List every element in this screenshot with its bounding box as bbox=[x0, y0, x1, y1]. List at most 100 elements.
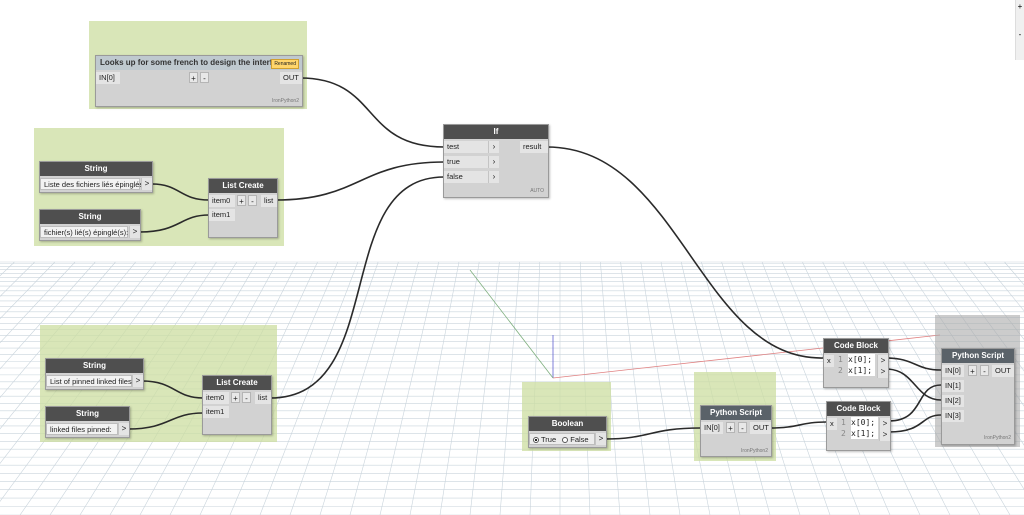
output-port-line1[interactable]: > bbox=[879, 418, 890, 430]
radio-false[interactable] bbox=[562, 437, 569, 443]
output-port-result[interactable]: result bbox=[520, 141, 548, 153]
if-node[interactable]: If test › true › false › result AUTO bbox=[443, 124, 549, 198]
python-script-node-top[interactable]: Looks up for some french to design the i… bbox=[95, 55, 303, 107]
code-editor[interactable]: x[0];x[1]; bbox=[848, 354, 875, 376]
string-node-fr-2[interactable]: String fichier(s) lié(s) épinglé(s): > bbox=[39, 209, 141, 241]
input-port-in1[interactable]: IN[1] bbox=[942, 380, 964, 392]
zoom-in-icon[interactable]: + bbox=[1017, 2, 1023, 11]
wire-string-en2-to-list bbox=[127, 412, 204, 430]
output-port-arrow[interactable]: > bbox=[595, 433, 606, 445]
string-value-field[interactable]: Liste des fichiers liés épinglés bbox=[40, 178, 143, 190]
add-item-button[interactable]: + bbox=[231, 392, 240, 403]
wire-python-mid-to-codeblock2 bbox=[768, 421, 827, 429]
wire-string-fr2-to-list bbox=[139, 214, 210, 233]
zoom-out-icon[interactable]: - bbox=[1018, 30, 1022, 39]
string-value-field[interactable]: List of pinned linked files bbox=[46, 375, 132, 387]
wire-boolean-to-python-mid bbox=[604, 427, 701, 440]
input-port-in3[interactable]: IN[3] bbox=[942, 410, 964, 422]
wire-cb1-l2-to-in2 bbox=[885, 368, 942, 401]
engine-label: IronPython2 bbox=[984, 435, 1011, 441]
wire-cb2-l2-to-in3 bbox=[888, 414, 942, 433]
remove-input-button[interactable]: - bbox=[738, 422, 747, 433]
wire-list-en-to-if-false bbox=[269, 176, 445, 399]
python-script-node-right[interactable]: Python Script IN[0] + - OUT IN[1] IN[2] … bbox=[941, 348, 1015, 445]
input-port-in0[interactable]: IN[0] bbox=[701, 422, 723, 434]
input-port-false[interactable]: false bbox=[444, 171, 488, 183]
code-block-title: Code Block bbox=[824, 339, 888, 353]
list-create-node-fr[interactable]: List Create item0 + - list item1 bbox=[208, 178, 278, 238]
list-create-title: List Create bbox=[209, 179, 277, 193]
input-port-in0[interactable]: IN[0] bbox=[942, 365, 964, 377]
code-block-title: Code Block bbox=[827, 402, 890, 416]
output-port-arrow[interactable]: > bbox=[129, 226, 140, 238]
string-node-title: String bbox=[40, 162, 152, 176]
input-port-item1[interactable]: item1 bbox=[209, 209, 235, 221]
string-node-fr-1[interactable]: String Liste des fichiers liés épinglés … bbox=[39, 161, 153, 193]
chevron-right-icon: › bbox=[488, 171, 499, 183]
zoom-controls[interactable]: + - bbox=[1015, 0, 1024, 60]
wire-cb1-l1-to-in0 bbox=[885, 357, 942, 371]
output-port-list[interactable]: list bbox=[255, 392, 271, 404]
string-node-en-2[interactable]: String linked files pinned: > bbox=[45, 406, 130, 438]
input-port-item0[interactable]: item0 bbox=[203, 392, 229, 404]
input-port-item1[interactable]: item1 bbox=[203, 406, 229, 418]
axis-y-green bbox=[469, 269, 554, 379]
output-port-arrow[interactable]: > bbox=[141, 178, 152, 190]
output-port-line1[interactable]: > bbox=[877, 355, 888, 367]
add-input-button[interactable]: + bbox=[726, 422, 735, 433]
engine-label: IronPython2 bbox=[272, 98, 299, 104]
string-node-title: String bbox=[46, 407, 129, 421]
input-port-in0[interactable]: IN[0] bbox=[96, 72, 120, 84]
output-port-arrow[interactable]: > bbox=[118, 423, 129, 435]
input-port-x[interactable]: x bbox=[824, 355, 834, 367]
add-item-button[interactable]: + bbox=[237, 195, 246, 206]
boolean-toggle[interactable]: True False bbox=[529, 433, 595, 445]
python-script-right-title: Python Script bbox=[942, 349, 1014, 363]
output-port-list[interactable]: list bbox=[261, 195, 277, 207]
string-value-field[interactable]: fichier(s) lié(s) épinglé(s): bbox=[40, 226, 128, 238]
radio-true-selected[interactable] bbox=[533, 437, 539, 443]
lacing-label: AUTO bbox=[530, 188, 544, 194]
radio-true-label: True bbox=[541, 435, 557, 444]
string-value-field[interactable]: linked files pinned: bbox=[46, 423, 118, 435]
output-port-out[interactable]: OUT bbox=[992, 365, 1014, 377]
remove-item-button[interactable]: - bbox=[242, 392, 251, 403]
input-port-true[interactable]: true bbox=[444, 156, 488, 168]
wire-python-top-to-if-test bbox=[299, 77, 445, 148]
wire-list-fr-to-if-true bbox=[275, 161, 445, 201]
input-port-x[interactable]: x bbox=[827, 418, 837, 430]
input-port-in2[interactable]: IN[2] bbox=[942, 395, 964, 407]
radio-false-label: False bbox=[570, 435, 589, 444]
string-node-title: String bbox=[40, 210, 140, 224]
python-script-node-mid[interactable]: Python Script IN[0] + - OUT IronPython2 bbox=[700, 405, 772, 457]
remove-input-button[interactable]: - bbox=[200, 72, 209, 83]
boolean-node[interactable]: Boolean True False > bbox=[528, 416, 607, 448]
code-editor[interactable]: x[0];x[1]; bbox=[851, 417, 878, 439]
output-port-out[interactable]: OUT bbox=[750, 422, 771, 434]
input-port-test[interactable]: test bbox=[444, 141, 488, 153]
wire-string-fr1-to-list bbox=[151, 183, 210, 201]
python-script-mid-title: Python Script bbox=[701, 406, 771, 420]
list-create-node-en[interactable]: List Create item0 + - list item1 bbox=[202, 375, 272, 435]
wire-string-en1-to-list bbox=[141, 380, 204, 399]
wire-cb2-l1-to-in1 bbox=[888, 384, 942, 422]
engine-label: IronPython2 bbox=[741, 448, 768, 454]
input-port-item0[interactable]: item0 bbox=[209, 195, 235, 207]
output-port-line2[interactable]: > bbox=[879, 429, 890, 441]
remove-item-button[interactable]: - bbox=[248, 195, 257, 206]
output-port-arrow[interactable]: > bbox=[132, 375, 143, 387]
add-input-button[interactable]: + bbox=[189, 72, 198, 83]
string-node-en-1[interactable]: String List of pinned linked files > bbox=[45, 358, 144, 390]
if-node-title: If bbox=[444, 125, 548, 139]
boolean-title: Boolean bbox=[529, 417, 606, 431]
output-port-out[interactable]: OUT bbox=[280, 72, 302, 84]
wire-if-to-codeblock1 bbox=[546, 146, 824, 359]
remove-input-button[interactable]: - bbox=[980, 365, 989, 376]
python-script-top-title: Looks up for some french to design the i… bbox=[96, 56, 302, 70]
output-port-line2[interactable]: > bbox=[877, 366, 888, 378]
add-input-button[interactable]: + bbox=[968, 365, 977, 376]
